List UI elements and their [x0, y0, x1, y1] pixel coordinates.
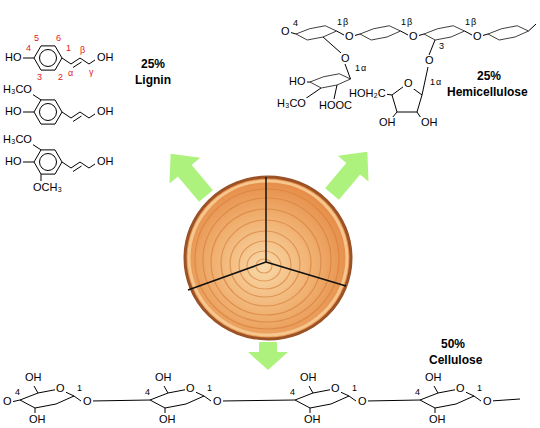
component-percent: 25% — [476, 70, 502, 82]
position-number: α — [67, 69, 74, 78]
position-number: 1 — [206, 384, 213, 393]
atom-label: O — [212, 396, 223, 407]
atom-label: O — [472, 31, 483, 42]
position-number: 1 — [76, 384, 83, 393]
atom-label: O — [424, 55, 435, 66]
atom-label: OH — [96, 156, 115, 167]
component-percent: 50% — [440, 338, 466, 350]
position-number: 4 — [292, 19, 299, 28]
atom-label: H₃CO — [2, 134, 33, 145]
atom-label: O — [344, 31, 355, 42]
component-name: Hemicellulose — [446, 86, 529, 98]
atom-label: OH — [299, 372, 318, 383]
atom-label: O — [82, 396, 93, 407]
component-name: Cellulose — [428, 354, 483, 366]
atom-label: OH — [154, 372, 173, 383]
position-number: 4 — [25, 44, 32, 53]
position-number: 3 — [36, 73, 43, 82]
atom-label: O — [2, 396, 13, 407]
wood-cross-section — [184, 176, 352, 340]
cellulose-structure — [11, 386, 520, 413]
position-number: β — [470, 18, 477, 27]
atom-label: OH — [424, 372, 443, 383]
atom-label: HO — [4, 106, 23, 117]
atom-label: OCH₃ — [32, 182, 63, 193]
position-number: 1 — [65, 44, 72, 53]
atom-label: HOH₂C — [348, 88, 387, 99]
position-number: 2 — [57, 73, 64, 82]
atom-label: O — [340, 53, 351, 64]
atom-label: OH — [378, 117, 397, 128]
green-arrow — [155, 139, 382, 370]
position-number: 4 — [14, 388, 21, 397]
atom-label: H₃CO — [276, 98, 307, 109]
atom-label: O — [185, 383, 196, 394]
position-number: 4 — [289, 388, 296, 397]
lignin-structures — [21, 46, 95, 181]
atom-label: O — [357, 396, 368, 407]
atom-label: O — [330, 383, 341, 394]
position-number: β — [79, 46, 86, 55]
atom-label: OH — [96, 52, 115, 63]
atom-label: O — [482, 396, 493, 407]
atom-label: OH — [420, 117, 439, 128]
position-number: 6 — [55, 34, 62, 43]
atom-label: OH — [24, 372, 43, 383]
position-number: 3 — [438, 42, 445, 51]
position-number: α — [360, 64, 367, 73]
position-number: γ — [88, 68, 95, 77]
atom-label: OH — [158, 414, 177, 425]
position-number: 1 — [476, 384, 483, 393]
position-number: 4 — [144, 388, 151, 397]
atom-label: O — [280, 26, 291, 37]
position-number: 1 — [351, 384, 358, 393]
position-number: 5 — [33, 34, 40, 43]
atom-label: HO — [288, 76, 307, 87]
atom-label: O — [403, 78, 414, 89]
component-percent: 25% — [140, 58, 166, 70]
atom-label: HO — [4, 156, 23, 167]
atom-label: H₃CO — [2, 84, 33, 95]
atom-label: O — [55, 383, 66, 394]
position-number: 4 — [414, 388, 421, 397]
component-name: Lignin — [134, 74, 172, 86]
hemicellulose-structure — [289, 24, 536, 118]
atom-label: O — [455, 383, 466, 394]
position-number: α — [435, 78, 442, 87]
atom-label: HOOC — [318, 100, 353, 111]
atom-label: OH — [428, 414, 447, 425]
atom-label: HO — [4, 52, 23, 63]
atom-label: O — [408, 31, 419, 42]
atom-label: OH — [303, 414, 322, 425]
atom-label: OH — [96, 106, 115, 117]
atom-label: OH — [28, 414, 47, 425]
position-number: β — [406, 18, 413, 27]
position-number: β — [342, 18, 349, 27]
